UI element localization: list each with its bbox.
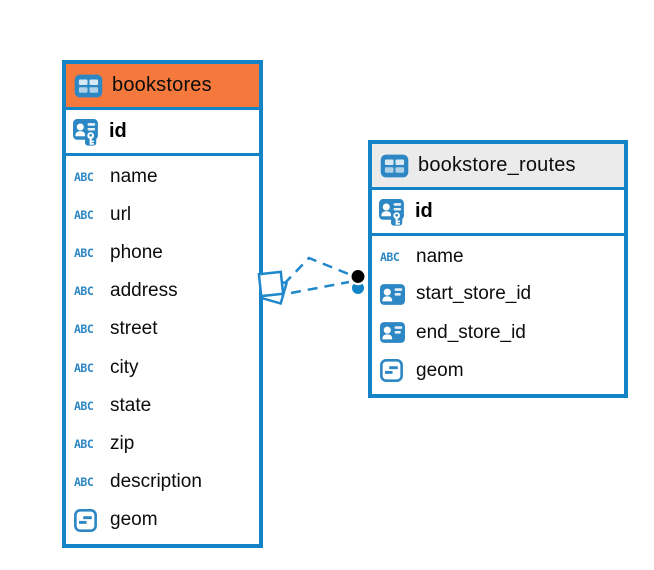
table-row[interactable]: ABC city — [66, 348, 259, 386]
table-row[interactable]: ABC phone — [66, 234, 259, 272]
column-name: name — [110, 166, 158, 188]
table-row[interactable]: geom — [66, 501, 259, 540]
column-name: description — [110, 470, 202, 492]
table-row[interactable]: end_store_id — [372, 314, 624, 352]
table-row[interactable]: ABC zip — [66, 425, 259, 463]
column-name: address — [110, 280, 178, 302]
abc-type-icon: ABC — [74, 360, 94, 375]
abc-type-icon: ABC — [74, 398, 94, 413]
pk-column-name: id — [109, 120, 127, 142]
pk-column-name: id — [415, 200, 433, 222]
reference-type-icon — [380, 283, 408, 306]
column-name: street — [110, 318, 158, 340]
relationship-line-lower[interactable] — [290, 280, 350, 295]
table-row[interactable]: ABC street — [66, 310, 259, 348]
abc-type-icon: ABC — [74, 436, 94, 451]
table-title: bookstore_routes — [418, 154, 576, 176]
relationship-line-upper[interactable] — [283, 256, 352, 285]
table-node-bookstore-routes[interactable]: bookstore_routes id AB — [368, 140, 628, 398]
table-row[interactable]: ABC name — [372, 238, 624, 275]
user-key-icon — [379, 198, 407, 226]
abc-type-icon: ABC — [74, 246, 94, 261]
reference-type-icon — [380, 321, 408, 344]
column-name: geom — [110, 509, 158, 531]
column-name: name — [416, 245, 464, 267]
table-row[interactable]: ABC name — [66, 158, 259, 196]
column-name: url — [110, 204, 132, 226]
table-grid-icon — [74, 74, 104, 98]
table-row[interactable]: ABC address — [66, 272, 259, 310]
abc-type-icon: ABC — [380, 249, 400, 264]
overlapping-squares-icon[interactable] — [257, 270, 289, 306]
column-name: start_store_id — [416, 283, 532, 305]
abc-type-icon: ABC — [74, 474, 94, 489]
pk-row[interactable]: id — [372, 190, 624, 236]
table-row[interactable]: ABC url — [66, 196, 259, 234]
abc-type-icon: ABC — [74, 322, 94, 337]
column-name: zip — [110, 432, 135, 454]
table-title: bookstores — [112, 74, 212, 96]
table-row[interactable]: start_store_id — [372, 275, 624, 313]
column-name: end_store_id — [416, 321, 526, 343]
table-header[interactable]: bookstores — [66, 64, 259, 110]
column-name: state — [110, 394, 152, 416]
abc-type-icon: ABC — [74, 170, 94, 185]
abc-type-icon: ABC — [74, 284, 94, 299]
pk-row[interactable]: id — [66, 110, 259, 156]
table-row[interactable]: ABC state — [66, 387, 259, 425]
user-key-icon — [73, 118, 101, 146]
black-dot-marker[interactable] — [349, 267, 367, 296]
abc-type-icon: ABC — [74, 208, 94, 223]
column-name: city — [110, 356, 139, 378]
table-row[interactable]: geom — [372, 352, 624, 390]
column-name: phone — [110, 242, 163, 264]
table-grid-icon — [380, 154, 410, 178]
geometry-type-icon — [380, 359, 408, 383]
table-row[interactable]: ABC description — [66, 463, 259, 501]
column-name: geom — [416, 359, 464, 381]
table-header[interactable]: bookstore_routes — [372, 144, 624, 190]
geometry-type-icon — [74, 508, 102, 532]
